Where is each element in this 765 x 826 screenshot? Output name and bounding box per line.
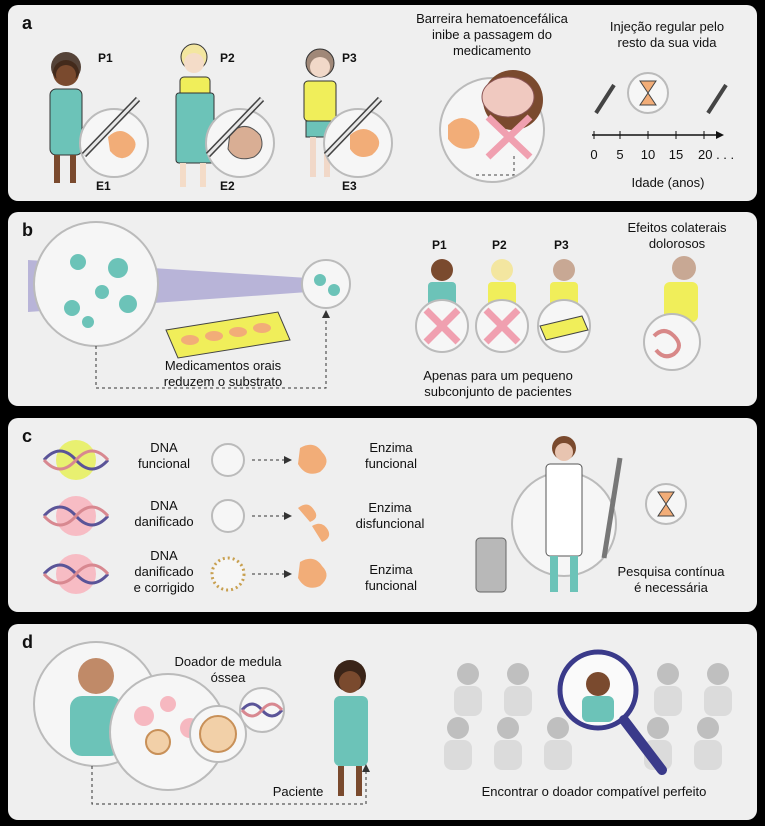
research-line-2: é necessária [634, 580, 708, 595]
bbb-caption: Barreira hematoencefálica inibe a passag… [402, 11, 582, 59]
oral-caption: Medicamentos orais reduzem o substrato [148, 358, 298, 390]
donor-line-1: Doador de medula [174, 654, 282, 669]
side-effects-caption: Efeitos colaterais dolorosos [612, 220, 742, 252]
substrate-magnifier [28, 221, 351, 347]
hourglass-c [645, 483, 687, 525]
magnifier-glass [557, 649, 667, 775]
panel-b: b Medicamentos orais reduzem o substrato… [8, 212, 757, 406]
dna3-line-1: DNA [150, 548, 178, 563]
axis-tick-10: 10 [640, 147, 656, 162]
panel-c-letter: c [22, 426, 33, 446]
dna1-line-1: DNA [150, 440, 178, 455]
enzyme-label-e3: E3 [342, 179, 357, 193]
oral-line-2: reduzem o substrato [163, 374, 283, 389]
axis-tick-5: 5 [616, 147, 624, 162]
donor-marrow [33, 641, 285, 791]
patient-label-p1: P1 [98, 51, 113, 65]
b-patient-label-p2: P2 [492, 238, 507, 252]
enz3-line-2: funcional [364, 578, 418, 593]
patient-p3-figure [303, 48, 337, 177]
enzyme-label-e1: E1 [96, 179, 111, 193]
panel-a-letter: a [22, 13, 33, 33]
panel-c-art [42, 436, 687, 594]
b-patient-label-p3: P3 [554, 238, 569, 252]
dna3-line-2: danificado [134, 564, 194, 579]
research-caption: Pesquisa contínua é necessária [606, 564, 736, 596]
enz2-line-2: disfuncional [355, 516, 425, 531]
dna-row-functional [42, 440, 327, 480]
injection-caption: Injeção regular pelo resto da sua vida [592, 19, 742, 51]
injection-timeline [592, 72, 728, 139]
donor-crowd [444, 663, 732, 770]
oral-pills-blister [165, 311, 291, 359]
patients-b [415, 259, 591, 353]
syringe-circle-e2 [205, 96, 275, 178]
axis-tick-0: 0 [590, 147, 598, 162]
transplant-arrow [91, 766, 367, 805]
syringe-circle-e1 [79, 96, 149, 178]
bbb-line-3: medicamento [452, 43, 532, 58]
dna3-line-3: e corrigido [133, 580, 195, 595]
dna2-line-1: DNA [150, 498, 178, 513]
scientist-lab [475, 436, 623, 593]
panel-d-letter: d [22, 632, 33, 652]
subset-line-2: subconjunto de pacientes [424, 384, 572, 399]
patient-label-p3: P3 [342, 51, 357, 65]
injection-line-1: Injeção regular pelo [609, 19, 725, 34]
patient-caption: Paciente [272, 784, 324, 799]
dna3-caption: DNA danificado e corrigido [124, 548, 204, 596]
dna-row-damaged [42, 496, 330, 542]
blood-brain-barrier [439, 70, 545, 183]
enz3-caption: Enzima funcional [346, 562, 436, 594]
dna-row-corrected [42, 554, 327, 594]
enz2-caption: Enzima disfuncional [340, 500, 440, 532]
subset-line-1: Apenas para um pequeno [423, 368, 573, 383]
donor-line-2: óssea [210, 670, 246, 685]
patient-p1-figure [49, 52, 83, 183]
dna1-caption: DNA funcional [124, 440, 204, 472]
dna1-line-2: funcional [137, 456, 191, 471]
syringe-circle-e3 [323, 96, 393, 178]
panel-d: d Doador de medula óssea Paciente Encont… [8, 624, 757, 820]
dna2-caption: DNA danificado [124, 498, 204, 530]
panel-b-letter: b [22, 220, 33, 240]
patient-d-figure [334, 660, 368, 796]
axis-tick-20: 20 . . . [698, 147, 735, 162]
panel-d-art [33, 641, 732, 805]
donor-caption: Doador de medula óssea [168, 654, 288, 686]
panel-a-art [49, 43, 728, 187]
axis-tick-15: 15 [668, 147, 684, 162]
panel-c: c DNA funcional DNA danificado DNA danif… [8, 418, 757, 612]
bbb-line-2: inibe a passagem do [432, 27, 552, 42]
enz1-line-1: Enzima [369, 440, 413, 455]
subset-caption: Apenas para um pequeno subconjunto de pa… [408, 368, 588, 400]
enz1-caption: Enzima funcional [346, 440, 436, 472]
enz1-line-2: funcional [364, 456, 418, 471]
b-patient-label-p1: P1 [432, 238, 447, 252]
oral-arrow [95, 316, 327, 389]
match-caption: Encontrar o doador compatível perfeito [481, 784, 707, 799]
side-line-2: dolorosos [648, 236, 706, 251]
oral-line-1: Medicamentos orais [164, 358, 282, 373]
research-line-1: Pesquisa contínua [617, 564, 725, 579]
axis-label: Idade (anos) [631, 175, 705, 190]
panel-a: a P1 P2 P3 E1 E2 E3 Barreira hematoencef… [8, 5, 757, 201]
enz3-line-1: Enzima [369, 562, 413, 577]
enzyme-label-e2: E2 [220, 179, 235, 193]
panel-b-art [28, 221, 701, 389]
side-effects-figure [643, 256, 701, 371]
enz2-line-1: Enzima [368, 500, 412, 515]
bbb-line-1: Barreira hematoencefálica [416, 11, 568, 26]
side-line-1: Efeitos colaterais [627, 220, 727, 235]
patient-label-p2: P2 [220, 51, 235, 65]
dna2-line-2: danificado [134, 514, 194, 529]
patient-p2-figure [175, 43, 215, 187]
injection-line-2: resto da sua vida [617, 35, 717, 50]
